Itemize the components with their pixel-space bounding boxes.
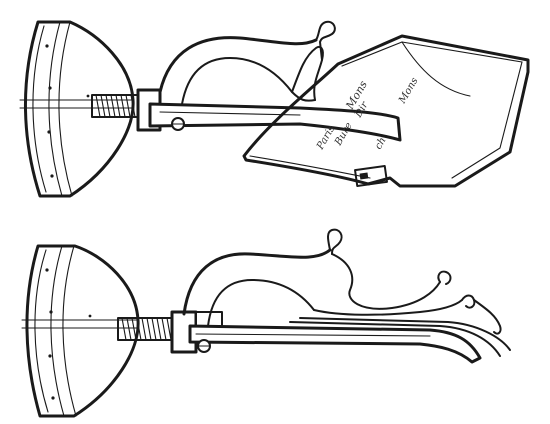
envelope-script-line: Paris xyxy=(315,124,338,152)
top-figure: Mons ch Dir Mons Bure Paris xyxy=(19,20,530,198)
bottom-thread-screw xyxy=(117,317,175,341)
top-arm xyxy=(158,20,336,105)
top-envelope: Mons ch Dir Mons Bure Paris xyxy=(242,34,530,188)
bottom-clip-bars xyxy=(170,310,511,364)
bottom-arm xyxy=(182,228,502,335)
envelope-script-line: ch xyxy=(373,136,389,152)
top-casing xyxy=(19,20,135,198)
bottom-figure xyxy=(21,228,511,418)
envelope-script-line: Mons xyxy=(397,76,421,106)
bottom-casing xyxy=(21,244,140,418)
